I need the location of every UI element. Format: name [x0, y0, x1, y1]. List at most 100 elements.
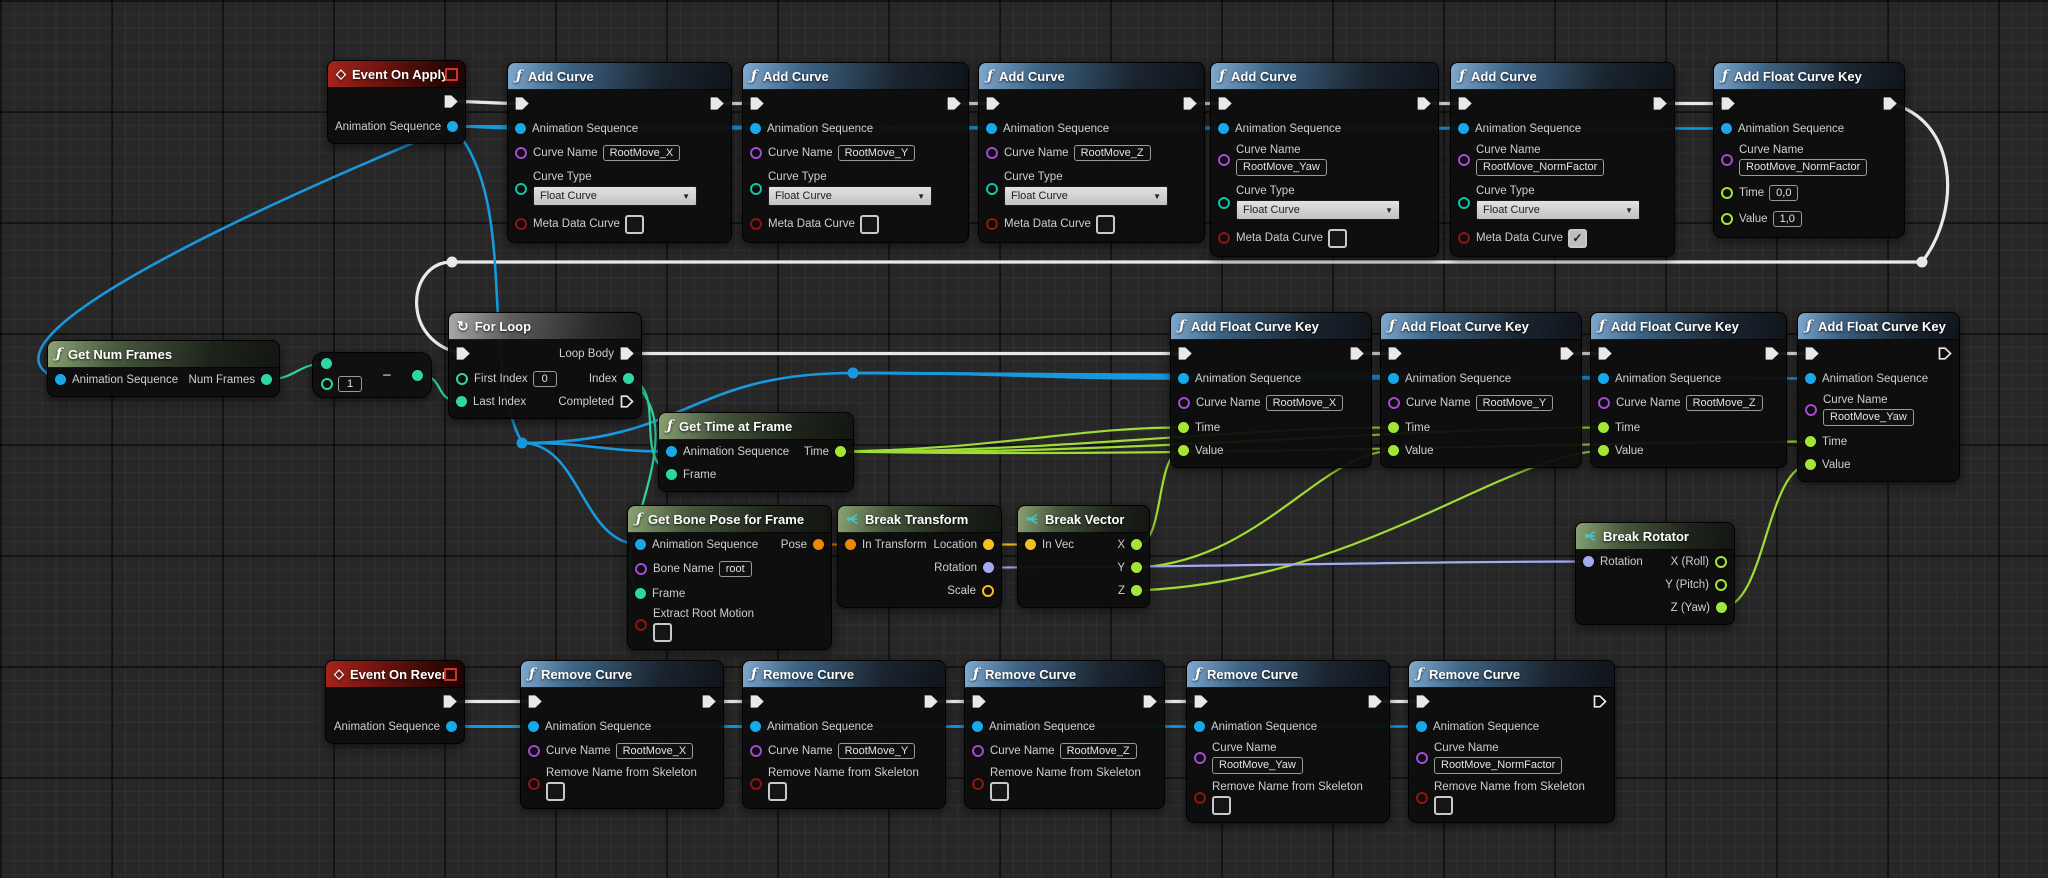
anim-pin[interactable]	[1458, 123, 1469, 134]
name-pin[interactable]	[1416, 752, 1428, 764]
name-field[interactable]: RootMove_X	[615, 743, 694, 759]
anim-pin[interactable]	[972, 721, 983, 732]
meta-pin[interactable]	[750, 218, 762, 230]
delegate-pin[interactable]	[445, 68, 458, 81]
name-pin[interactable]	[750, 745, 762, 757]
time-pin[interactable]	[1721, 187, 1733, 199]
meta-checkbox[interactable]	[624, 214, 644, 234]
node-header[interactable]: ◇Event On Revert	[326, 661, 464, 688]
ctype-pin[interactable]	[1458, 196, 1470, 209]
ctype-pin[interactable]	[986, 182, 998, 195]
execin-pin[interactable]	[1721, 97, 1735, 110]
rotation-pin[interactable]	[1583, 556, 1594, 567]
removeskel-checkbox[interactable]	[990, 781, 1009, 801]
name-field[interactable]: RootMove_Yaw	[1236, 159, 1327, 176]
name-field[interactable]: RootMove_NormFactor	[1476, 159, 1605, 176]
name-field[interactable]: RootMove_Z	[1059, 743, 1137, 759]
value-pin[interactable]	[1721, 213, 1733, 225]
scale-pin[interactable]	[982, 584, 994, 597]
x-pin[interactable]	[1131, 539, 1142, 550]
name-pin[interactable]	[1388, 397, 1400, 409]
anim-pin[interactable]	[55, 374, 66, 385]
anim-pin[interactable]	[1218, 123, 1229, 134]
anim-pin[interactable]	[1416, 721, 1427, 732]
execin-pin[interactable]	[750, 97, 764, 110]
execout-pin[interactable]	[1350, 347, 1364, 360]
meta-pin[interactable]	[986, 218, 998, 230]
anim-pin[interactable]	[446, 721, 457, 732]
removeskel-checkbox[interactable]	[1434, 795, 1453, 815]
anim-pin[interactable]	[750, 123, 761, 134]
time-pin[interactable]	[1178, 422, 1189, 433]
name-pin[interactable]	[1805, 404, 1817, 416]
anim-pin[interactable]	[528, 721, 539, 732]
time-pin[interactable]	[1805, 436, 1816, 447]
execout-pin[interactable]	[444, 95, 458, 108]
time-pin[interactable]	[835, 446, 846, 457]
input-b-pin[interactable]	[321, 378, 333, 390]
ctype-pin[interactable]	[515, 182, 527, 195]
invec-pin[interactable]	[1025, 539, 1036, 550]
execout-pin[interactable]	[443, 695, 457, 708]
anim-pin[interactable]	[1194, 721, 1205, 732]
execin-pin[interactable]	[528, 695, 542, 708]
execin-pin[interactable]	[1458, 97, 1472, 110]
time-pin[interactable]	[1388, 422, 1399, 433]
execout-pin[interactable]	[947, 97, 961, 110]
execin-pin[interactable]	[1805, 347, 1819, 360]
execout-pin[interactable]	[924, 695, 938, 708]
reroute-node[interactable]	[516, 437, 528, 449]
name-field[interactable]: RootMove_NormFactor	[1739, 159, 1868, 176]
name-field[interactable]: RootMove_Y	[837, 145, 916, 161]
ctype-dropdown[interactable]: Float Curve▼	[768, 186, 932, 206]
name-pin[interactable]	[1458, 154, 1470, 166]
meta-checkbox[interactable]	[859, 214, 879, 234]
value-pin[interactable]	[1178, 445, 1189, 456]
lastindex-pin[interactable]	[456, 396, 467, 407]
name-pin[interactable]	[750, 147, 762, 159]
meta-pin[interactable]	[1218, 232, 1230, 244]
execout-pin[interactable]	[702, 695, 716, 708]
roll-pin[interactable]	[1715, 555, 1727, 568]
removeskel-pin[interactable]	[1194, 791, 1206, 804]
execin-pin[interactable]	[515, 97, 529, 110]
meta-pin[interactable]	[515, 218, 527, 230]
time-pin[interactable]	[1598, 422, 1609, 433]
removeskel-pin[interactable]	[750, 777, 762, 790]
name-field[interactable]: RootMove_NormFactor	[1434, 757, 1563, 774]
execout-pin[interactable]	[1883, 97, 1897, 110]
numframes-pin[interactable]	[261, 374, 272, 385]
name-pin[interactable]	[515, 147, 527, 159]
meta-checkbox[interactable]: ✓	[1567, 228, 1587, 248]
name-field[interactable]: RootMove_Y	[837, 743, 916, 759]
value-pin[interactable]	[1598, 445, 1609, 456]
name-field[interactable]: RootMove_Yaw	[1212, 757, 1303, 774]
anim-pin[interactable]	[986, 123, 997, 134]
execin-pin[interactable]	[1416, 695, 1430, 708]
